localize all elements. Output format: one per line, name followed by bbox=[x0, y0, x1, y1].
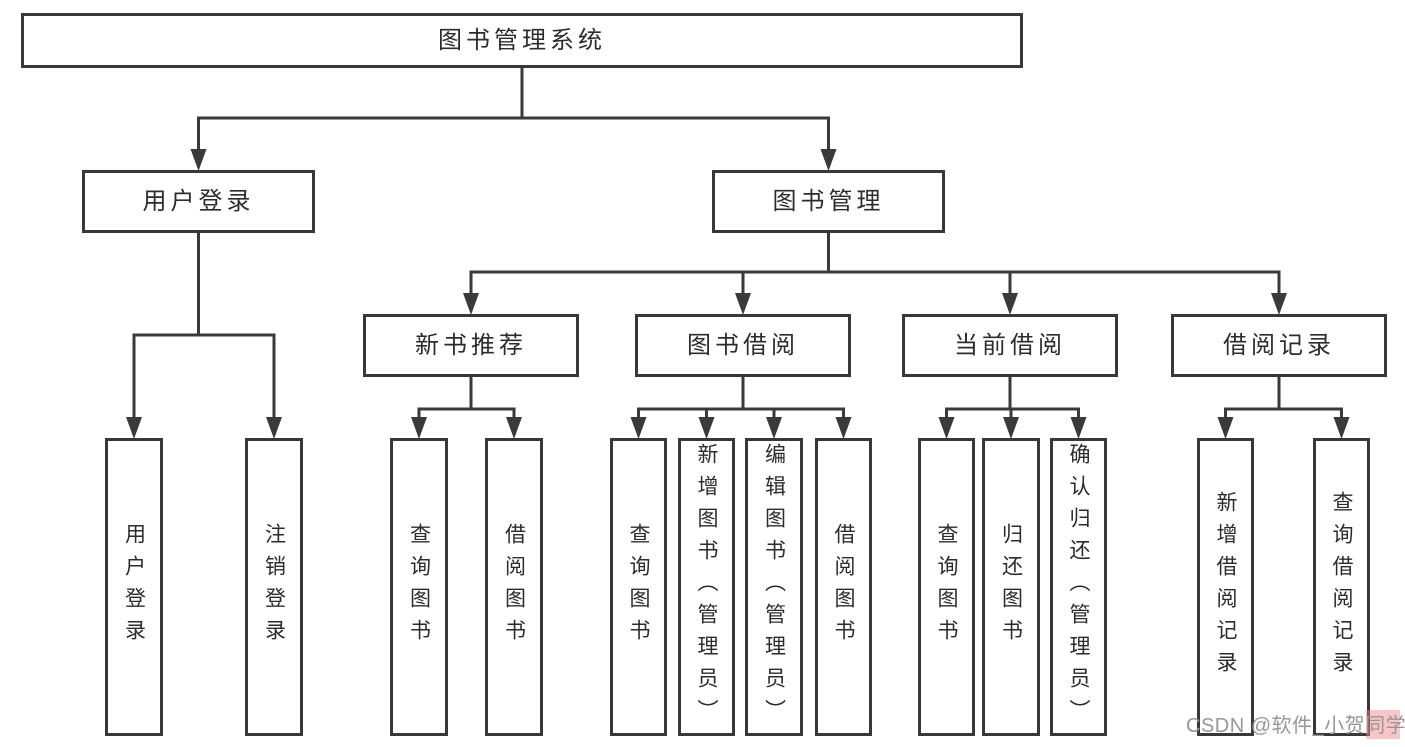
node-leaf-nbr-borrow-books: 借阅图书 bbox=[485, 438, 543, 736]
node-leaf-bb-edit-books: 编辑图书（管理员） bbox=[745, 438, 803, 736]
node-leaf-br-query-record: 查询借阅记录 bbox=[1313, 438, 1370, 736]
watermark-highlight bbox=[1366, 710, 1400, 739]
arrowhead-user-login bbox=[190, 149, 207, 171]
node-leaf-br-query-record-label: 查询借阅记录 bbox=[1330, 491, 1353, 683]
node-leaf-logout-label: 注销登录 bbox=[262, 523, 286, 651]
arrowhead-leaf-logout bbox=[266, 417, 282, 439]
node-leaf-bb-borrow-books: 借阅图书 bbox=[815, 438, 872, 736]
node-borrowing-records: 借阅记录 bbox=[1171, 314, 1387, 377]
node-leaf-user-login-label: 用户登录 bbox=[122, 523, 146, 651]
node-leaf-logout: 注销登录 bbox=[245, 438, 303, 736]
node-book-borrowing: 图书借阅 bbox=[635, 314, 851, 377]
node-leaf-bb-add-books-label: 新增图书（管理员） bbox=[695, 443, 718, 731]
arrowhead-leaf-nbr-borrow-books bbox=[506, 417, 522, 439]
node-leaf-cb-return-books: 归还图书 bbox=[982, 438, 1040, 736]
node-leaf-cb-query-books-label: 查询图书 bbox=[935, 523, 958, 651]
node-book-management-label: 图书管理 bbox=[772, 187, 885, 215]
node-new-book-recommend-label: 新书推荐 bbox=[415, 331, 527, 359]
arrowhead-leaf-user-login bbox=[126, 417, 142, 439]
arrowhead-leaf-bb-borrow-books bbox=[835, 417, 852, 439]
node-root: 图书管理系统 bbox=[21, 13, 1023, 68]
arrowhead-leaf-cb-confirm-return bbox=[1070, 417, 1087, 439]
connector-book-borrowing bbox=[637, 377, 845, 421]
node-leaf-cb-query-books: 查询图书 bbox=[918, 438, 975, 736]
node-new-book-recommend: 新书推荐 bbox=[363, 314, 579, 377]
arrowhead-leaf-cb-query-books bbox=[938, 417, 955, 439]
node-leaf-bb-add-books: 新增图书（管理员） bbox=[678, 438, 735, 736]
connector-current-borrowing bbox=[945, 377, 1080, 421]
arrowhead-book-borrowing bbox=[735, 293, 751, 315]
arrowhead-leaf-br-query-record bbox=[1333, 417, 1350, 439]
node-book-management: 图书管理 bbox=[712, 170, 945, 233]
arrowhead-leaf-br-add-record bbox=[1217, 417, 1234, 439]
connector-root bbox=[197, 68, 830, 153]
arrowhead-leaf-bb-add-books bbox=[698, 417, 715, 439]
node-leaf-cb-confirm-return-label: 确认归还（管理员） bbox=[1067, 443, 1090, 731]
arrowhead-current-borrowing bbox=[1002, 293, 1018, 315]
arrowhead-leaf-cb-return-books bbox=[1003, 417, 1019, 439]
node-leaf-bb-query-books-label: 查询图书 bbox=[627, 523, 650, 651]
node-borrowing-records-label: 借阅记录 bbox=[1223, 331, 1335, 359]
node-user-login-label: 用户登录 bbox=[142, 187, 255, 215]
connector-borrowing-records bbox=[1224, 377, 1343, 421]
node-current-borrowing: 当前借阅 bbox=[902, 314, 1118, 377]
node-leaf-user-login: 用户登录 bbox=[105, 438, 163, 736]
node-leaf-br-add-record: 新增借阅记录 bbox=[1197, 438, 1254, 736]
node-leaf-bb-edit-books-label: 编辑图书（管理员） bbox=[762, 443, 786, 731]
node-user-login: 用户登录 bbox=[82, 170, 315, 233]
arrowhead-leaf-bb-query-books bbox=[630, 417, 647, 439]
node-leaf-br-add-record-label: 新增借阅记录 bbox=[1214, 491, 1237, 683]
csdn-watermark: CSDN @软件_小贺同学 bbox=[1186, 715, 1405, 737]
node-leaf-nbr-borrow-books-label: 借阅图书 bbox=[502, 523, 526, 651]
connector-book-management bbox=[469, 233, 1281, 297]
node-current-borrowing-label: 当前借阅 bbox=[954, 331, 1066, 359]
node-root-label: 图书管理系统 bbox=[438, 26, 606, 54]
node-leaf-cb-return-books-label: 归还图书 bbox=[999, 523, 1023, 651]
connector-user-login bbox=[132, 233, 276, 421]
arrowhead-new-book-recommend bbox=[463, 293, 479, 315]
node-leaf-nbr-query-books: 查询图书 bbox=[390, 438, 448, 736]
node-leaf-cb-confirm-return: 确认归还（管理员） bbox=[1050, 438, 1107, 736]
node-leaf-bb-borrow-books-label: 借阅图书 bbox=[832, 523, 855, 651]
arrowhead-leaf-nbr-query-books bbox=[411, 417, 427, 439]
connector-new-book-recommend bbox=[417, 377, 516, 421]
arrowhead-book-management bbox=[820, 149, 837, 171]
node-leaf-nbr-query-books-label: 查询图书 bbox=[407, 523, 431, 651]
arrowhead-borrowing-records bbox=[1271, 293, 1287, 315]
node-leaf-bb-query-books: 查询图书 bbox=[610, 438, 667, 736]
arrowhead-leaf-bb-edit-books bbox=[766, 417, 782, 439]
node-book-borrowing-label: 图书借阅 bbox=[687, 331, 799, 359]
